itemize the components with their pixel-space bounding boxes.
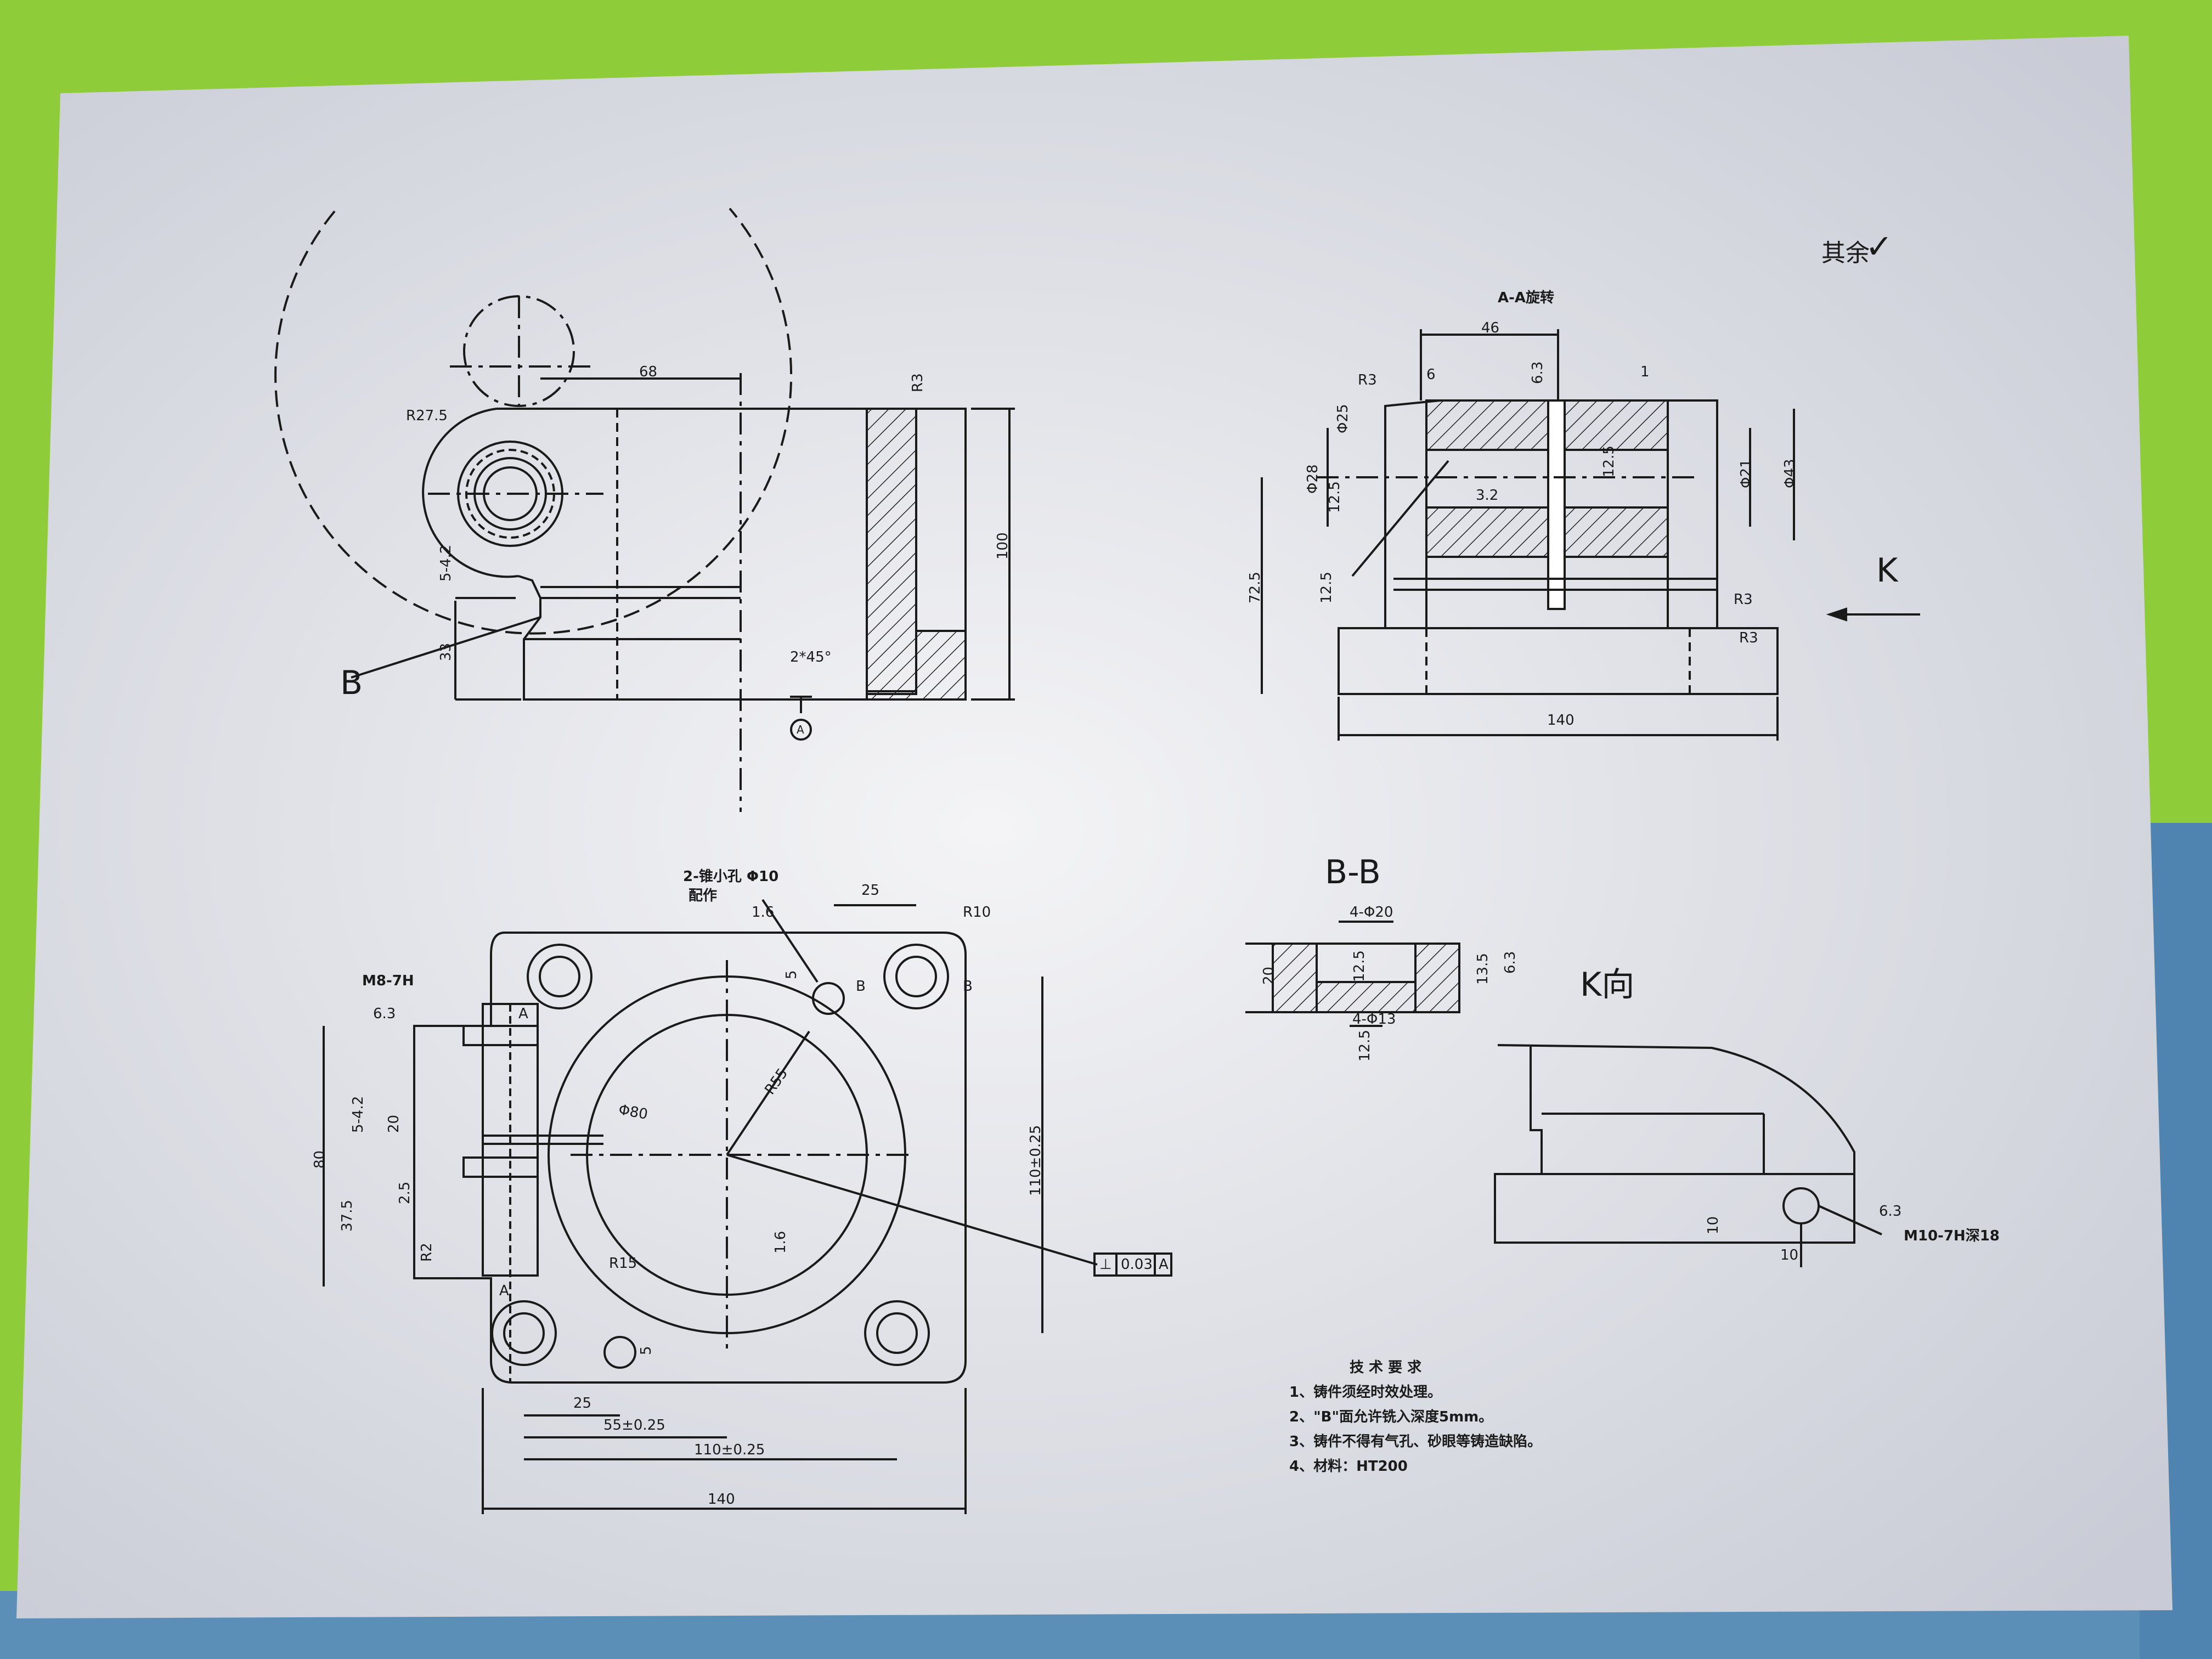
plan-roughness-1-6-b: 1.6 <box>772 1231 789 1254</box>
note-assembly: 配作 <box>689 888 718 904</box>
bb-dia-4-20: 4-Φ20 <box>1350 904 1393 921</box>
plan-dim-5-a: 5 <box>783 970 800 979</box>
plan-dim-80: 80 <box>312 1150 328 1169</box>
chamfer-note: 2*45° <box>790 649 832 665</box>
aa-radius-r3-right: R3 <box>1734 591 1753 608</box>
k-dim-10-vertical: 10 <box>1705 1216 1722 1234</box>
k-direction-label: K <box>1876 551 1898 590</box>
dim-33: 33 <box>438 642 454 661</box>
tech-item-3: 3、铸件不得有气孔、砂眼等铸造缺陷。 <box>1289 1434 1542 1450</box>
plan-dim-110-horizontal: 110±0.25 <box>694 1442 765 1458</box>
aa-dia-25: Φ25 <box>1335 404 1351 433</box>
radius-r3: R3 <box>910 373 926 392</box>
section-bb-view <box>1245 921 1460 1027</box>
radius-r27-5: R27.5 <box>406 408 448 424</box>
paper-sheet <box>16 36 2172 1618</box>
section-bb-title: B-B <box>1325 853 1381 891</box>
corner-roughness-note: 其余 <box>1821 239 1870 267</box>
aa-dia-21: Φ21 <box>1738 459 1754 488</box>
plan-roughness-6-3: 6.3 <box>373 1006 396 1022</box>
k-view-title: K向 <box>1580 966 1635 1004</box>
plan-label-b2: B <box>963 978 973 995</box>
dim-100: 100 <box>995 532 1011 560</box>
plan-dim-110-vertical: 110±0.25 <box>1028 1125 1044 1196</box>
aa-radius-r3-top: R3 <box>1358 372 1377 388</box>
section-aa-view <box>1261 329 1920 741</box>
plan-roughness-1-6: 1.6 <box>752 904 775 921</box>
bb-dim-20: 20 <box>1261 966 1277 985</box>
plan-dim-25-bottom: 25 <box>573 1395 592 1412</box>
aa-roughness-3-2: 3.2 <box>1476 487 1499 504</box>
tech-item-1: 1、铸件须经时效处理。 <box>1289 1384 1442 1401</box>
tech-requirements-title: 技 术 要 求 <box>1350 1359 1422 1376</box>
aa-roughness-12-5-c: 12.5 <box>1318 572 1335 603</box>
plan-radius-r10: R10 <box>963 904 991 921</box>
note-taper-holes: 2-锥小孔 Φ10 <box>683 868 779 885</box>
tolerance-symbol-perpendicular: ⊥ <box>1099 1256 1112 1273</box>
tolerance-value: 0.03 <box>1121 1256 1153 1273</box>
plan-dim-25-top: 25 <box>861 882 880 899</box>
plan-dim-140: 140 <box>708 1491 735 1508</box>
thread-m10: M10-7H深18 <box>1904 1228 2000 1244</box>
bb-roughness-12-5-a: 12.5 <box>1351 950 1368 982</box>
bb-roughness-6-3: 6.3 <box>1502 951 1519 974</box>
k-view <box>1494 1044 1882 1267</box>
dim-5-4-2: 5-4.2 <box>438 544 454 582</box>
plan-label-a1: A <box>518 1006 528 1022</box>
aa-dim-72-5: 72.5 <box>1247 572 1263 603</box>
tech-item-2: 2、"B"面允许铣入深度5mm。 <box>1289 1409 1493 1425</box>
aa-roughness-12-5-a: 12.5 <box>1327 481 1343 513</box>
k-roughness-6-3: 6.3 <box>1879 1203 1902 1220</box>
tolerance-datum: A <box>1159 1256 1169 1273</box>
plan-view <box>323 899 1172 1514</box>
plan-dim-5-4-2: 5-4.2 <box>350 1096 366 1133</box>
plan-dim-5-b: 5 <box>638 1346 654 1355</box>
aa-roughness-6-3: 6.3 <box>1530 361 1546 384</box>
tech-item-4: 4、材料：HT200 <box>1289 1458 1408 1475</box>
section-aa-title: A-A旋转 <box>1498 290 1555 306</box>
bb-roughness-12-5-b: 12.5 <box>1357 1030 1373 1062</box>
roughness-check-icon: ✓ <box>1865 228 1893 266</box>
plan-radius-r2: R2 <box>419 1243 435 1262</box>
plan-dim-20: 20 <box>386 1114 402 1133</box>
aa-dia-28: Φ28 <box>1305 464 1321 494</box>
aa-roughness-12-5-b: 12.5 <box>1601 445 1617 477</box>
plan-label-a2: A <box>499 1283 509 1299</box>
aa-dia-43: Φ43 <box>1782 459 1798 488</box>
front-view <box>274 207 1015 812</box>
bb-dim-13-5: 13.5 <box>1475 953 1491 985</box>
plan-dim-37-5: 37.5 <box>339 1200 356 1232</box>
aa-dim-1: 1 <box>1640 364 1650 380</box>
bb-dia-4-13: 4-Φ13 <box>1352 1011 1396 1028</box>
aa-dim-140: 140 <box>1547 712 1575 729</box>
plan-roughness-2-5: 2.5 <box>397 1181 413 1204</box>
aa-radius-r3-bottom: R3 <box>1739 630 1758 646</box>
label-b: B <box>340 664 363 702</box>
datum-a: A <box>797 723 804 736</box>
dim-68: 68 <box>639 364 658 380</box>
aa-dim-6: 6 <box>1426 366 1436 383</box>
aa-dim-46: 46 <box>1481 320 1500 336</box>
k-dim-10-horizontal: 10 <box>1780 1247 1799 1263</box>
plan-radius-r15: R15 <box>609 1255 637 1272</box>
plan-label-b1: B <box>856 978 866 995</box>
thread-m8: M8-7H <box>362 973 414 989</box>
plan-dim-55: 55±0.25 <box>603 1417 665 1434</box>
